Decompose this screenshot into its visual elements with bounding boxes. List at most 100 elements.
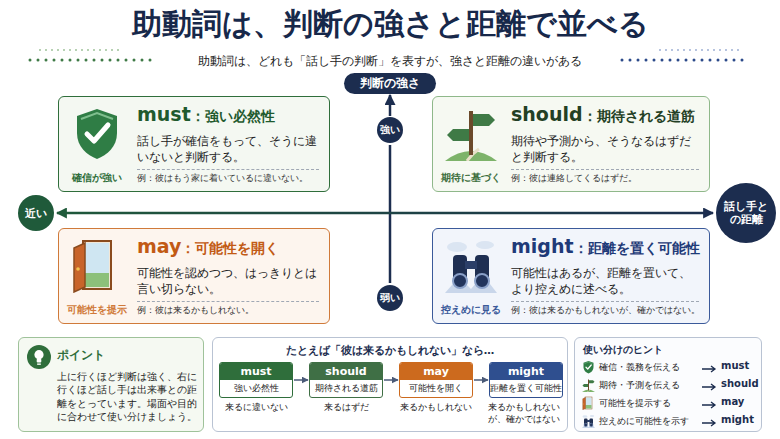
text-slot: 話し手との距離 [724,200,768,225]
node-text: 判断の強さ [360,75,420,92]
quadrant-heading: should [511,103,583,125]
text-slot: 可能性を提示する [599,397,699,410]
axis-circle: 強い [377,117,403,143]
sign-icon-part [447,129,469,141]
axis-circle: 話し手との距離 [716,183,776,243]
text-slot: 期待に基づく [436,171,506,185]
text-slot: 判断の強さ [360,75,420,92]
binoc-icon-part [590,415,595,417]
text-slot: 例：彼は来るかもしれない。 [137,305,323,317]
quadrant-heading: ：期待される道筋 [583,108,695,126]
text-slot: should [721,378,761,389]
vertical-axis [389,95,392,116]
dashed-divider [137,169,319,170]
shield-icon [582,360,595,374]
text-slot: 近い [25,206,47,221]
example-text: 例：彼は来るかもしれないが、確かではない。 [511,305,703,317]
chip-meaning: 距離を置く可能性 [490,380,562,397]
hint-arrow-stroke [702,366,715,372]
door-icon-part [85,273,109,287]
flow-arrow [384,379,398,381]
binoc-icon-part [475,274,489,288]
dashed-divider [511,301,699,302]
text-slot: 期待される道筋 [310,380,382,397]
icon-caption: 可能性を提示 [62,303,132,317]
example-text: 例：彼はもう家に着いているに違いない。 [137,173,323,185]
dot-row [30,59,158,62]
binoc-icon-part [590,423,594,427]
quadrant-body: 可能性はあるが、距離を置いて、より控えめに述べる。 [511,265,701,297]
shield-icon-part [87,125,108,141]
binoc-icon-part [465,261,477,269]
point-body: 上に行くほど判断は強く、右に行くほど話し手は出来事との距離をとっています。場面や… [57,370,197,423]
point-heading: ポイント [57,347,197,364]
text-slot: must [220,363,292,380]
text-slot: 控えめに可能性を示す [599,415,699,428]
quadrant-box: must：強い必然性話し手が確信をもって、そうに違いないと判断する。確信が強い例… [58,96,330,192]
example-result: 来るかもしれないが、確かではない [481,402,567,425]
door-icon-part [583,403,585,405]
text-slot: 確信・義務を伝える [599,361,699,374]
text-slot: 確信が強い [62,171,132,185]
hint-modal: might [721,414,761,425]
hint-heading: 使い分けのヒント [583,343,753,357]
hint-modal: should [721,378,761,389]
bulb-icon-part [37,363,41,364]
subtitle: 助動詞は、どれも「話し手の判断」を表すが、強さと距離の違いがある [0,53,780,70]
horizontal-axis [57,212,713,215]
text-slot: 使い分けのヒント [583,343,753,357]
text-slot: should：期待される道筋 [511,103,695,126]
quadrant-box: should：期待される道筋期待や予測から、そうなるはずだと判断する。期待に基づ… [432,96,710,192]
binoc-icon [445,237,497,293]
text-slot: ポイント [57,347,197,364]
text-slot: 期待や予測から、そうなるはずだと判断する。 [511,133,701,165]
binoc-icon-part [476,241,494,249]
binoc-icon-part [453,274,467,288]
door-icon-part [74,243,85,292]
sign-icon-part [583,384,589,387]
hint-arrow-stroke [702,384,715,390]
quadrant-box: may：可能性を開く可能性を認めつつ、はっきりとは言い切らない。可能性を提示例：… [58,228,330,324]
binoc-icon-part [445,275,497,293]
hint-arrow [701,419,717,427]
text-slot: 可能性を提示 [62,303,132,317]
chip-meaning: 期待される道筋 [310,380,382,397]
shield-icon [71,105,123,161]
text-slot: 強い必然性 [220,380,292,397]
quadrant-heading: ：可能性を開く [181,240,279,258]
hint-modal: must [721,360,761,371]
hint-text: 期待・予測を伝える [599,379,699,392]
chip-meaning: 可能性を開く [400,380,472,397]
example-heading: たとえば「彼は来るかもしれない」なら… [213,344,567,358]
text-slot: might [490,363,562,380]
door-icon-part [585,397,592,409]
node-text: 近い [25,206,47,221]
text-slot: 弱い [380,291,400,305]
chip-heading: should [310,363,382,380]
text-slot: might [721,414,761,425]
door-icon-part [76,267,80,271]
text-slot: 強い [380,123,400,137]
quadrant-heading: might [511,235,574,257]
text-slot: 例：彼は連絡してくるはずだ。 [511,173,703,185]
sign-icon-part [469,111,473,155]
icon-caption: 控えめに見る [436,303,506,317]
sign-icon [445,105,497,161]
modal-chip: must強い必然性 [219,362,293,398]
text-slot: 可能性を認めつつ、はっきりとは言い切らない。 [137,265,321,297]
text-slot: 期待・予測を伝える [599,379,699,392]
hint-box: 使い分けのヒント確信・義務を伝える must 期待・予測を伝える should 可能性を… [574,337,762,432]
flow-arrow [474,379,488,381]
axis-title-pill: 判断の強さ [344,73,436,94]
text-slot: might：距離を置く可能性 [511,235,700,258]
dashed-divider [511,169,699,170]
text-slot: 例：彼はもう家に着いているに違いない。 [137,173,323,185]
hint-arrow [701,365,717,373]
text-slot: should [310,363,382,380]
text-slot: 可能性を開く [400,380,472,397]
shield-icon-part [81,113,113,119]
example-result: 来るに違いない [214,402,298,414]
binoc-icon-part [583,415,588,418]
quadrant-box: might：距離を置く可能性可能性はあるが、距離を置いて、より控えめに述べる。控… [432,228,710,324]
sign-icon-part [588,380,589,391]
